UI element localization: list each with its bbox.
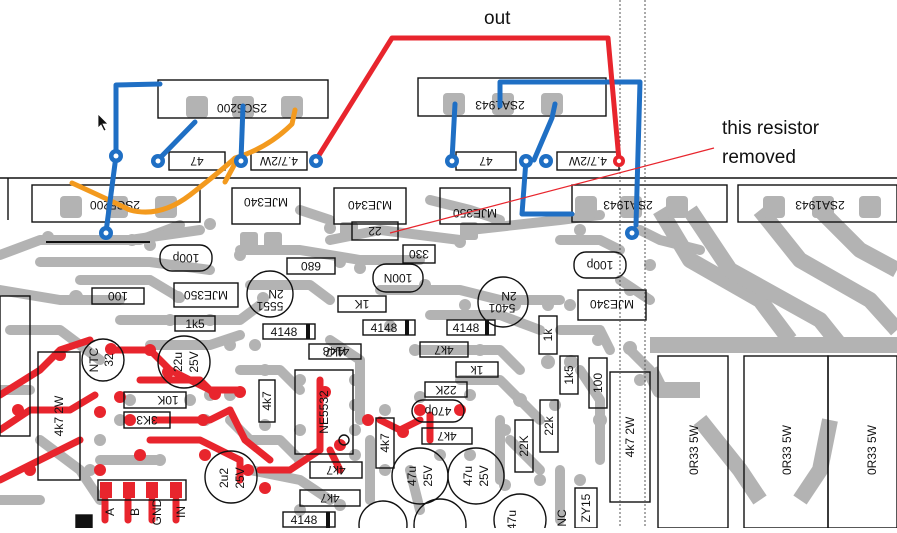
wire-endpoints	[99, 149, 639, 240]
mouse-cursor-icon	[97, 113, 109, 132]
label-c470p: 470p	[424, 404, 451, 418]
label-nc: NC	[555, 509, 569, 527]
red-input-traces	[0, 336, 434, 524]
round-components	[81, 270, 547, 533]
label-d4148d: 4148	[291, 513, 318, 527]
label-2n5551-a: 2N	[268, 287, 283, 301]
label-r1k5-b: 1k5	[562, 365, 576, 385]
label-r3k3: 3K3	[136, 413, 158, 427]
label-q5: 2SA1943	[795, 198, 845, 212]
red-wire	[313, 35, 622, 163]
label-ntc-a: NTC	[87, 347, 101, 372]
label-c100n: 100N	[384, 271, 413, 285]
blue-wires	[103, 79, 643, 235]
label-r1k-a: 1k	[541, 328, 555, 342]
label-r4k7c: 4k7	[437, 429, 457, 443]
label-driver-1: MJE340	[244, 195, 288, 209]
component-labels: 2SC5200 2SA1943 2SC5200 2SA1943 2SA1943 …	[52, 98, 879, 530]
annotation-pointer-line	[389, 147, 715, 234]
label-r47b: 47	[479, 154, 493, 168]
label-r22k-a: 22K	[435, 383, 456, 397]
label-r330: 330	[409, 247, 429, 261]
label-r100v: 100	[591, 373, 605, 393]
connector-pin-in: IN	[174, 506, 188, 518]
label-c2u2: 2u2	[217, 468, 231, 488]
label-c47u-b-v: 25V	[477, 465, 491, 486]
label-opamp: NE5532	[317, 390, 331, 434]
label-r4r7b: 4.7/2W	[568, 154, 607, 168]
label-r22: 22	[368, 224, 382, 238]
label-c47u-b: 47u	[461, 466, 475, 486]
label-q4: 2SA1943	[603, 198, 653, 212]
label-driver-5: MJE340	[590, 297, 634, 311]
label-2n5401-b: 5401	[488, 301, 515, 315]
label-r1k5-a: 1k5	[185, 317, 205, 331]
label-driver-2: MJE340	[348, 198, 392, 212]
label-r0r33-c: 0R33 5W	[865, 424, 879, 475]
label-d4148b: 4148	[371, 321, 398, 335]
label-driver-3: MJE350	[453, 206, 497, 220]
label-driver-4: MJE350	[184, 288, 228, 302]
connector-pin-gnd: GND	[150, 498, 164, 525]
label-c47u-a: 47u	[405, 466, 419, 486]
label-r0r33-b: 0R33 5W	[780, 424, 794, 475]
label-r1k-c: 1K	[355, 297, 370, 311]
separator-lines	[619, 0, 646, 528]
label-r1k-b: 1k	[470, 363, 484, 377]
label-r100: 100	[108, 289, 128, 303]
label-2n5551-b: 5551	[256, 299, 283, 313]
label-ntc-b: 32	[102, 353, 116, 367]
annotation-resistor-line1: this resistor	[722, 118, 820, 139]
label-c47u-c: 47u	[505, 510, 519, 528]
label-c22u-v: 25V	[187, 351, 201, 372]
annotation-out: out	[484, 8, 511, 29]
diode-bars	[306, 320, 489, 528]
component-outlines	[0, 77, 897, 529]
label-r4k7-2w-a: 4k7 2W	[52, 395, 66, 436]
connector-pin-b: B	[128, 508, 142, 516]
label-r22k-c: 22K	[517, 435, 531, 456]
label-c100p-b: 100p	[586, 258, 613, 272]
label-r4k7-2w-b: 4k7 2W	[623, 416, 637, 457]
label-zener: ZY15	[579, 493, 593, 522]
label-r4k7-vert: 4k7	[378, 433, 392, 453]
label-c22u: 22u	[171, 352, 185, 372]
label-r10k: 10K	[157, 393, 178, 407]
red-pads	[12, 343, 466, 498]
label-r4k7a: 4k7	[325, 345, 345, 359]
annotation-resistor-line2: removed	[722, 147, 796, 168]
label-r47a: 47	[190, 154, 204, 168]
label-r4k7b: 4k7	[434, 343, 454, 357]
label-c100p-a: 100p	[172, 251, 199, 265]
label-d4148a: 4148	[271, 325, 298, 339]
label-d4148c: 4148	[453, 321, 480, 335]
label-r4k7f: 4k7	[260, 391, 274, 411]
label-d4148f: 4148	[322, 344, 349, 358]
label-r22k-b: 22k	[542, 415, 556, 435]
label-r4k7e: 4k7	[320, 491, 340, 505]
label-c47u-a-v: 25V	[421, 465, 435, 486]
label-r0r33-a: 0R33 5W	[687, 424, 701, 475]
label-r4k7d: 4k7	[326, 463, 346, 477]
connector-pin-a: A	[103, 508, 117, 516]
label-2n5401-a: 2N	[501, 289, 516, 303]
label-r4r7a: 4.7/2W	[259, 154, 298, 168]
power-traces	[642, 204, 897, 505]
label-r680: 680	[301, 259, 321, 273]
label-c2u2-v: 25V	[233, 467, 247, 488]
